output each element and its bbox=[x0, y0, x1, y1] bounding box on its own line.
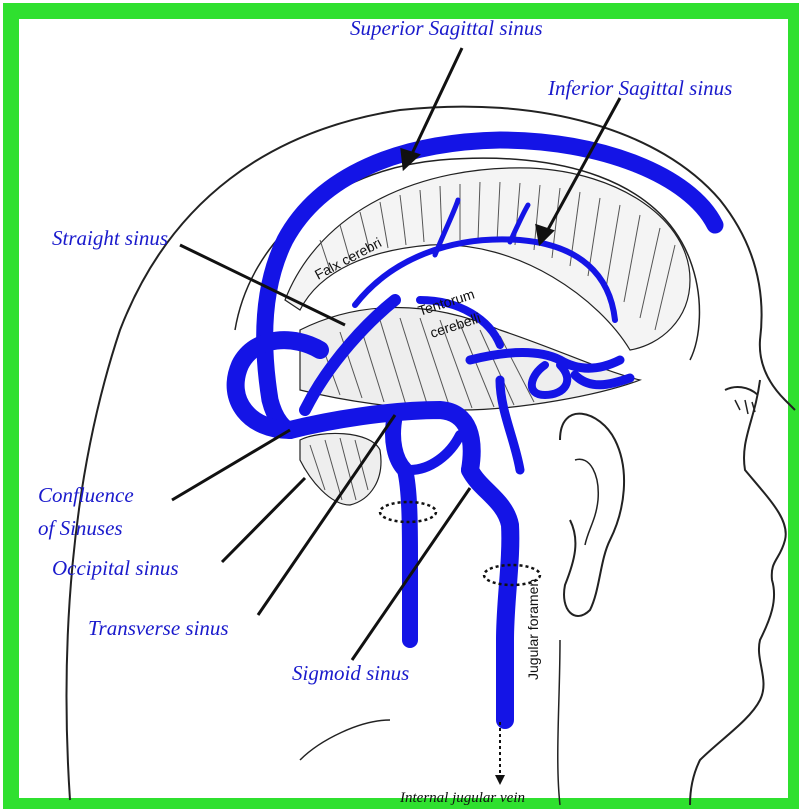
label-transverse-sinus: Transverse sinus bbox=[88, 616, 229, 640]
label-confluence-line2: of Sinuses bbox=[38, 516, 123, 540]
jugular-arrowhead bbox=[495, 775, 505, 785]
sigmoid-sinus bbox=[470, 470, 510, 720]
ear-inner bbox=[575, 459, 598, 545]
eye-line bbox=[725, 387, 758, 395]
arrowhead-superior-sagittal bbox=[402, 150, 418, 168]
label-confluence-line1: Confluence bbox=[38, 483, 134, 507]
occipital-sinus bbox=[393, 415, 410, 640]
label-sigmoid-sinus: Sigmoid sinus bbox=[292, 661, 409, 685]
label-inferior-sagittal-sinus: Inferior Sagittal sinus bbox=[547, 76, 732, 100]
label-jugular-foramen: Jugular foramen bbox=[525, 579, 541, 680]
label-occipital-sinus: Occipital sinus bbox=[52, 556, 179, 580]
nose-mark bbox=[735, 400, 755, 414]
face-profile bbox=[690, 380, 786, 805]
neck-back bbox=[300, 720, 390, 760]
vein-branch bbox=[410, 435, 460, 470]
label-superior-sagittal-sinus: Superior Sagittal sinus bbox=[350, 16, 543, 40]
green-border-top bbox=[3, 3, 796, 11]
label-straight-sinus: Straight sinus bbox=[52, 226, 168, 250]
pointer-occipital bbox=[222, 478, 305, 562]
pointer-confluence bbox=[172, 430, 290, 500]
label-internal-jugular-vein: Internal jugular vein bbox=[399, 790, 525, 806]
ear bbox=[560, 414, 624, 616]
neck-front bbox=[558, 640, 560, 805]
